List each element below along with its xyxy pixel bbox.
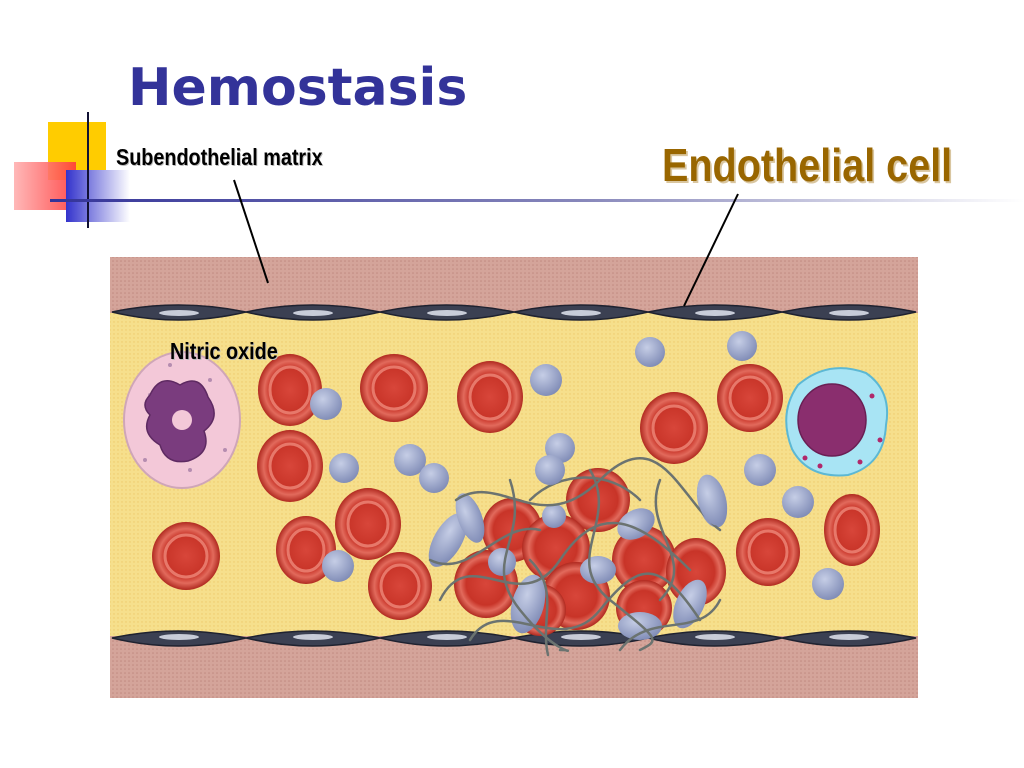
neutrophil: [123, 351, 241, 489]
label-endothelial-cell: Endothelial cell: [662, 139, 953, 191]
label-subendothelial-matrix: Subendothelial matrix: [116, 144, 323, 170]
red-blood-cell: [457, 361, 523, 433]
label-nitric-oxide: Nitric oxide: [170, 338, 278, 364]
red-blood-cell: [258, 354, 322, 426]
corner-ornament: [14, 112, 130, 228]
platelet: [782, 486, 814, 518]
red-blood-cell: [368, 552, 432, 620]
platelet: [322, 550, 354, 582]
platelet: [696, 474, 728, 526]
title-underline: [50, 199, 1024, 202]
red-blood-cell: [152, 522, 220, 590]
red-blood-cell: [360, 354, 428, 422]
platelet: [329, 453, 359, 483]
slide-title: Hemostasis: [128, 58, 468, 118]
red-blood-cell: [276, 516, 336, 584]
blood-vessel: [110, 257, 918, 698]
red-blood-cell: [257, 430, 323, 502]
platelet: [419, 463, 449, 493]
red-blood-cells: [152, 354, 880, 620]
fibrin-strands: [428, 457, 722, 657]
red-blood-cell: [335, 488, 401, 560]
platelet: [530, 364, 562, 396]
red-blood-cell: [824, 494, 880, 566]
platelet: [812, 568, 844, 600]
red-blood-cell: [736, 518, 800, 586]
lymphocyte: [785, 367, 888, 477]
red-blood-cell: [640, 392, 708, 464]
platelet: [635, 337, 665, 367]
leader-line-endothelial: [683, 193, 739, 307]
platelet: [744, 454, 776, 486]
platelet: [310, 388, 342, 420]
red-blood-cell: [717, 364, 783, 432]
platelet: [535, 455, 565, 485]
leader-line-subendothelial: [233, 179, 269, 284]
platelet: [727, 331, 757, 361]
endothelial-layer-top: [111, 304, 917, 321]
endothelial-layer-bottom: [111, 630, 917, 647]
platelets: [310, 331, 844, 600]
platelet: [394, 444, 426, 476]
